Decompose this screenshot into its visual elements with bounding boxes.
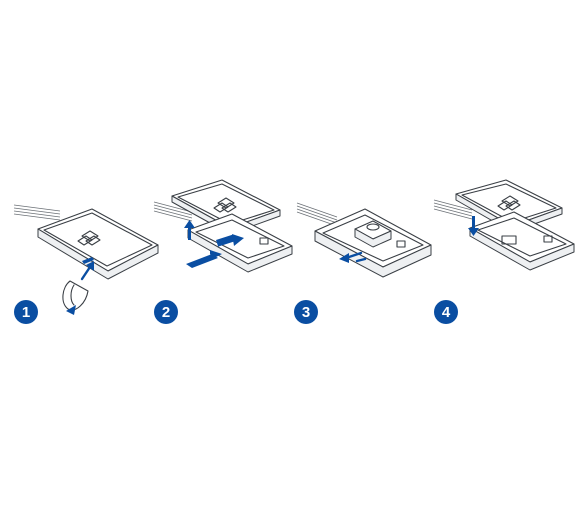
close-cover-arrow-icon <box>472 216 475 230</box>
step-2-illustration <box>153 179 293 273</box>
step-1-badge: 1 <box>14 300 38 324</box>
step-1-illustration <box>13 204 159 315</box>
wire-bundle <box>296 202 338 227</box>
lift-arrow-icon <box>66 305 76 315</box>
wire-bundle <box>433 199 473 220</box>
step-2-badge: 2 <box>154 300 178 324</box>
sim-card-icon <box>186 254 218 268</box>
brand-logo <box>77 230 101 246</box>
lift-arrow-icon <box>188 226 191 240</box>
device-case-side <box>37 228 159 280</box>
pry-tool-icon <box>62 280 89 311</box>
step-3-illustration <box>296 202 432 278</box>
brand-logo <box>213 197 237 213</box>
step-4-badge: 4 <box>434 300 458 324</box>
battery-connector-icon <box>347 251 363 259</box>
opening-slot-marker <box>82 257 94 264</box>
brand-logo <box>497 195 521 211</box>
wire-bundle <box>153 201 193 222</box>
wire-bundle <box>13 204 61 221</box>
step-3-badge: 3 <box>294 300 318 324</box>
step-4-illustration <box>433 179 575 271</box>
battery-pack <box>354 220 392 248</box>
